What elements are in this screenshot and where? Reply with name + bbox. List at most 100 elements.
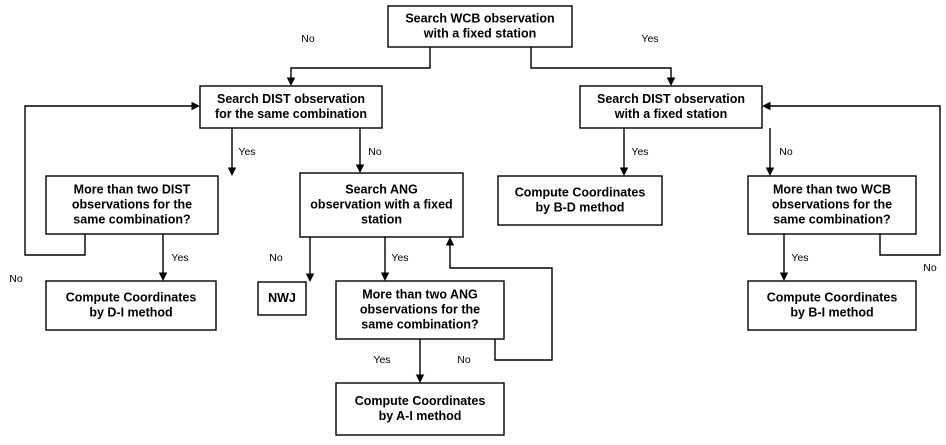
node-box[interactable]: [747, 175, 917, 235]
edge-dist-fixed-to-compute-bd-yes: [619, 128, 629, 176]
edge-line: [449, 241, 553, 361]
node-label: Compute Coordinates: [66, 290, 197, 304]
node-label: More than two DIST: [74, 182, 191, 196]
node-box[interactable]: [579, 85, 763, 129]
edge-label-dist-fixed-to-compute-bd-yes: Yes: [631, 146, 648, 158]
node-box[interactable]: [497, 175, 663, 226]
edge-more-wcb-no-loopback: [762, 101, 941, 256]
arrowhead-icon: [286, 77, 296, 86]
edge-more-wcb-to-compute-bi-yes: [779, 234, 789, 281]
node-label: observations for the: [360, 302, 480, 316]
arrowhead-icon: [619, 167, 629, 176]
arrowhead-icon: [158, 272, 168, 281]
edge-label-more-wcb-to-compute-bi-yes: Yes: [791, 252, 808, 264]
edge-label-dist-same-to-more-dist-yes: Yes: [238, 146, 255, 158]
edge-line: [24, 105, 196, 256]
node-label: by A-I method: [379, 409, 462, 423]
node-label: Compute Coordinates: [767, 290, 898, 304]
node-label: Search DIST observation: [217, 92, 365, 106]
edge-wcb-to-dist-fixed-yes: [530, 47, 676, 86]
node-box[interactable]: [257, 281, 307, 316]
edge-dist-same-to-more-dist-yes: [227, 128, 237, 176]
node-nwj[interactable]: NWJ: [257, 281, 307, 316]
edge-dist-fixed-to-more-wcb-no: [765, 128, 775, 176]
edges-layer: [24, 47, 941, 383]
arrowhead-icon: [779, 272, 789, 281]
node-label: for the same combination: [215, 107, 367, 121]
edge-search-ang-no-to-nwj: [305, 237, 315, 282]
edge-search-ang-yes-to-more-ang: [380, 237, 390, 281]
node-label: Search DIST observation: [597, 92, 745, 106]
node-label: Compute Coordinates: [355, 394, 486, 408]
arrowhead-icon: [666, 77, 676, 86]
node-label: NWJ: [268, 291, 296, 305]
arrowhead-icon: [445, 237, 455, 246]
edge-label-wcb-to-dist-same-no: No: [301, 33, 315, 45]
arrowhead-icon: [191, 101, 200, 111]
edge-label-more-dist-to-compute-di-yes: Yes: [171, 252, 188, 264]
node-label: Compute Coordinates: [515, 185, 646, 199]
arrowhead-icon: [305, 273, 315, 282]
edge-more-dist-no-loopback: [24, 101, 200, 256]
edge-more-ang-yes-to-compute-ai: [415, 339, 425, 383]
edge-more-ang-no-loopback: [445, 237, 553, 361]
node-box[interactable]: [299, 172, 464, 238]
node-label: by B-D method: [536, 200, 625, 214]
arrowhead-icon: [355, 164, 365, 173]
arrowhead-icon: [415, 374, 425, 383]
edge-more-dist-to-compute-di-yes: [158, 234, 168, 281]
edge-dist-same-to-search-ang-no: [355, 128, 365, 173]
node-box[interactable]: [335, 382, 505, 436]
edge-label-dist-fixed-to-more-wcb-no: No: [779, 146, 793, 158]
edge-line: [290, 47, 431, 82]
node-box[interactable]: [199, 85, 383, 129]
edge-label-search-ang-yes-to-more-ang: Yes: [391, 252, 408, 264]
node-label: Search WCB observation: [405, 11, 554, 25]
arrowhead-icon: [227, 167, 237, 176]
node-label: with a fixed station: [614, 107, 728, 121]
node-label: by B-I method: [790, 305, 873, 319]
edge-label-wcb-to-dist-fixed-yes: Yes: [641, 33, 658, 45]
node-label: observation with a fixed: [310, 197, 452, 211]
node-box[interactable]: [45, 280, 217, 331]
arrowhead-icon: [380, 272, 390, 281]
node-box[interactable]: [335, 280, 505, 340]
node-box[interactable]: [747, 280, 917, 331]
edge-line: [766, 105, 941, 256]
edge-label-search-ang-no-to-nwj: No: [269, 252, 283, 264]
node-label: observations for the: [772, 197, 892, 211]
node-box[interactable]: [45, 175, 219, 235]
edge-label-more-dist-no-loopback: No: [9, 273, 23, 285]
edge-label-more-wcb-no-loopback: No: [923, 262, 937, 274]
node-box[interactable]: [387, 5, 573, 48]
arrowhead-icon: [765, 167, 775, 176]
node-label: More than two WCB: [773, 182, 891, 196]
node-label: same combination?: [73, 212, 190, 226]
node-label: same combination?: [361, 317, 478, 331]
node-label: More than two ANG: [362, 287, 478, 301]
edge-wcb-to-dist-same-no: [286, 47, 431, 86]
node-label: observations for the: [72, 197, 192, 211]
node-label: same combination?: [773, 212, 890, 226]
edge-label-dist-same-to-search-ang-no: No: [368, 146, 382, 158]
node-label: with a fixed station: [423, 26, 537, 40]
edge-line: [530, 47, 672, 82]
node-label: by D-I method: [89, 305, 172, 319]
arrowhead-icon: [762, 101, 771, 111]
node-label: station: [361, 212, 402, 226]
